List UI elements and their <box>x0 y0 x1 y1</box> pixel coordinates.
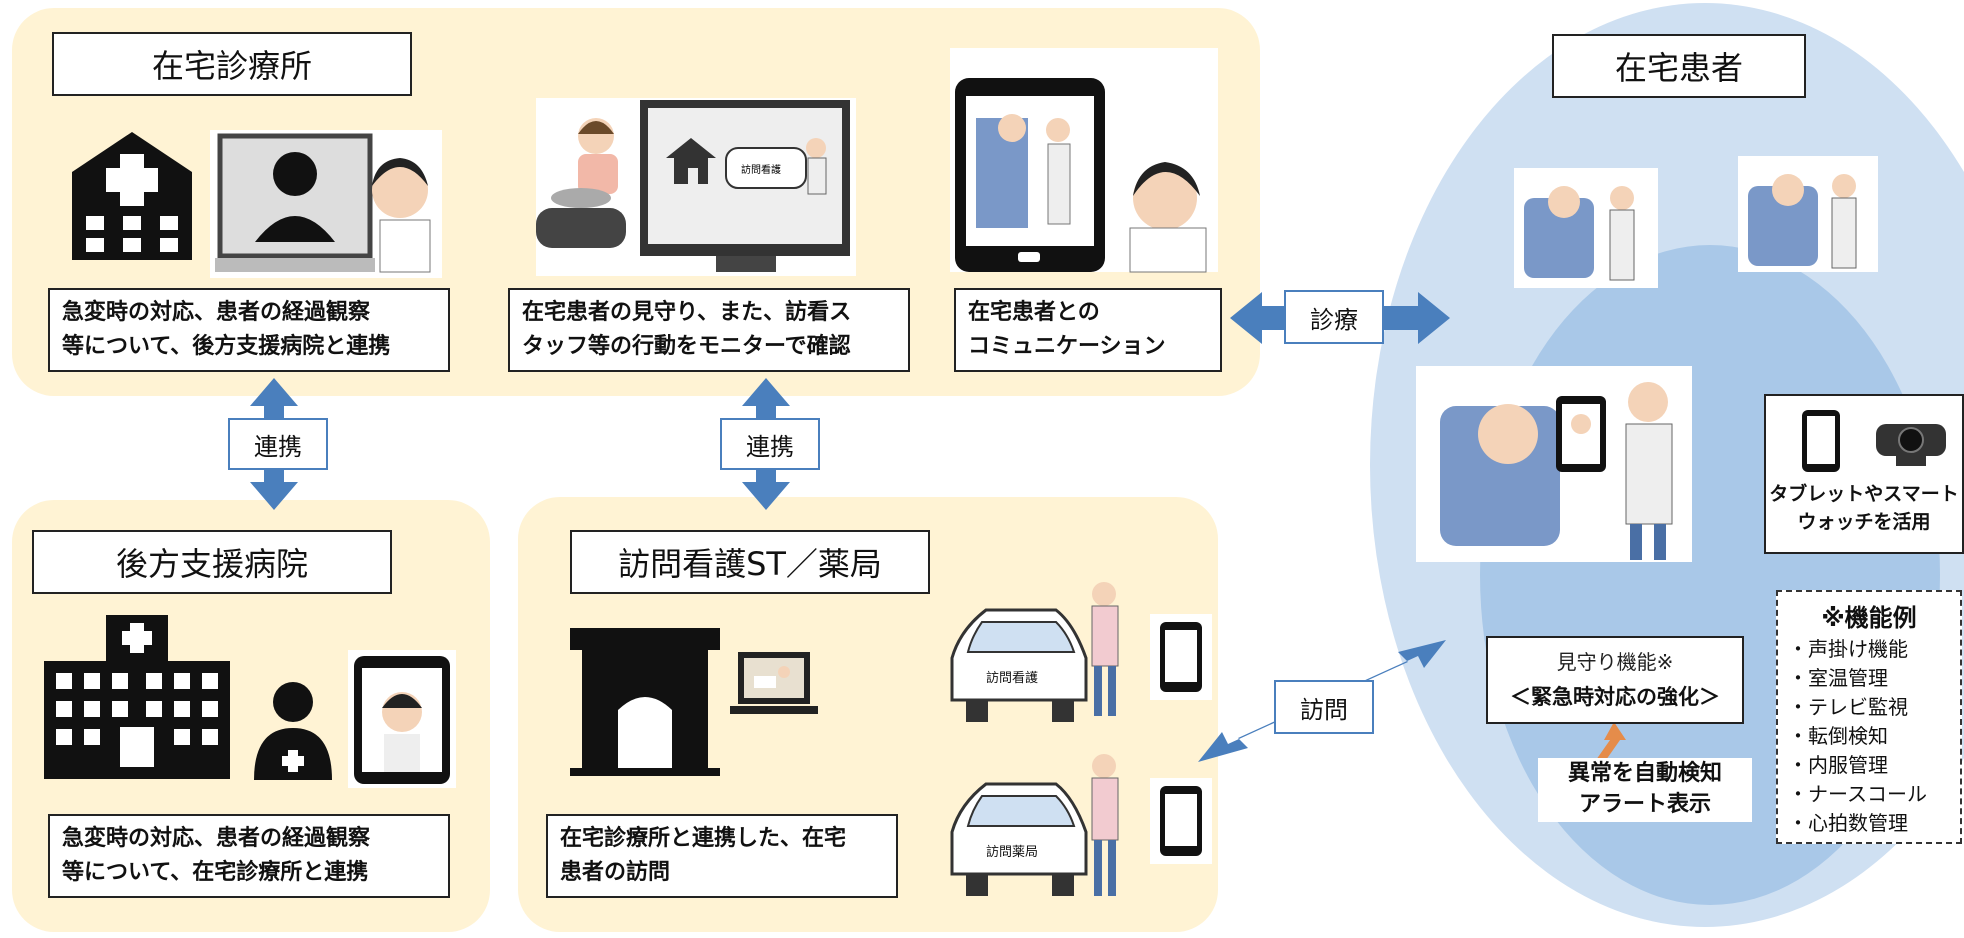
features-box: ※機能例 ・声掛け機能 ・室温管理 ・テレビ監視 ・転倒検知 ・内服管理 ・ナー… <box>1776 590 1962 844</box>
mimamori-box: 見守り機能※ ＜緊急時対応の強化＞ <box>1486 636 1744 724</box>
tablet-communication-illustration <box>950 48 1218 273</box>
arrow-label-left: 連携 <box>228 418 328 470</box>
mimamori-line1: 見守り機能※ <box>1556 650 1674 674</box>
feature-item: ・ナースコール <box>1788 782 1927 806</box>
patient-visit-illustration-1 <box>1514 168 1658 288</box>
patient-tablet-illustration <box>1416 366 1692 562</box>
doctor-icon <box>250 680 336 780</box>
clinic-title: 在宅診療所 <box>52 32 412 96</box>
arrow-alert <box>1596 722 1626 760</box>
monitor-car-label: 訪問看護 <box>741 163 781 176</box>
monitor-room-illustration: 訪問看護 <box>536 98 856 276</box>
clinic-desc-1: 急変時の対応、患者の経過観察 等について、後方支援病院と連携 <box>48 288 450 372</box>
clinic-desc-3: 在宅患者との コミュニケーション <box>954 288 1222 372</box>
feature-item: ・転倒検知 <box>1788 724 1888 748</box>
tablet-icon <box>1150 778 1212 864</box>
mimamori-line2: ＜緊急時対応の強化＞ <box>1510 685 1720 709</box>
doctor-monitor-illustration <box>210 130 442 278</box>
feature-item: ・心拍数管理 <box>1788 811 1908 835</box>
car1-label: 訪問看護 <box>986 670 1038 686</box>
arrow-label-houmon: 訪問 <box>1274 680 1374 734</box>
car2-label: 訪問薬局 <box>986 844 1038 860</box>
clinic-building-icon <box>72 132 192 260</box>
pharmacy-car-illustration: 訪問薬局 <box>946 748 1126 908</box>
camera-device-icon <box>1876 424 1946 466</box>
feature-item: ・室温管理 <box>1788 666 1888 690</box>
arrow-label-shinryo: 診療 <box>1284 290 1384 344</box>
device-caption: タブレットやスマート ウォッチを活用 <box>1769 483 1959 533</box>
hospital-title: 後方支援病院 <box>32 530 392 594</box>
nursing-car-illustration: 訪問看護 <box>946 580 1126 730</box>
feature-item: ・声掛け機能 <box>1788 637 1908 661</box>
large-hospital-icon <box>44 615 230 779</box>
hospital-desc: 急変時の対応、患者の経過観察 等について、在宅診療所と連携 <box>48 814 450 898</box>
patient-visit-illustration-2 <box>1738 156 1878 272</box>
device-box: タブレットやスマート ウォッチを活用 <box>1764 394 1964 554</box>
hospital-tablet-illustration <box>348 650 456 788</box>
laptop-icon <box>730 648 818 726</box>
alert-box: 異常を自動検知 アラート表示 <box>1538 758 1752 822</box>
station-title: 訪問看護ST／薬局 <box>570 530 930 594</box>
feature-item: ・テレビ監視 <box>1788 695 1908 719</box>
feature-item: ・内服管理 <box>1788 753 1888 777</box>
station-desc: 在宅診療所と連携した、在宅 患者の訪問 <box>546 814 898 898</box>
tablet-device-icon <box>1802 410 1840 472</box>
clinic-desc-2: 在宅患者の見守り、また、訪看ス タッフ等の行動をモニターで確認 <box>508 288 910 372</box>
patient-title: 在宅患者 <box>1552 34 1806 98</box>
pharmacy-shop-icon <box>570 628 720 776</box>
tablet-icon <box>1150 614 1212 700</box>
features-title: ※機能例 <box>1821 604 1917 632</box>
arrow-label-middle: 連携 <box>720 418 820 470</box>
